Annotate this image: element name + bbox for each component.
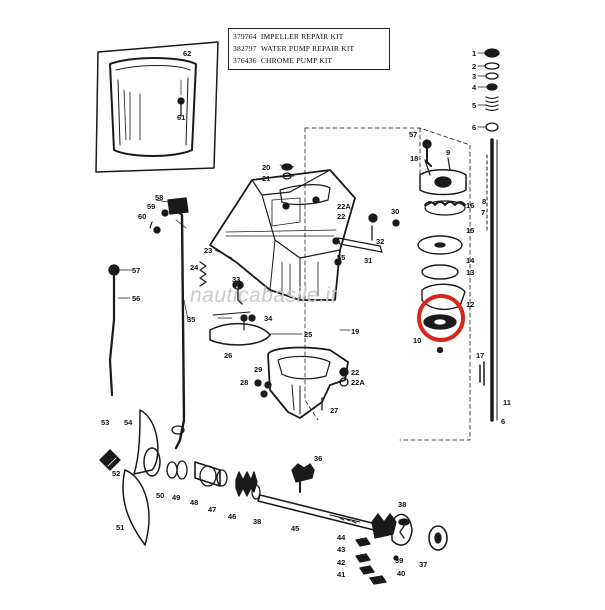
callout-41: 41 — [337, 570, 345, 579]
small-fasteners — [153, 139, 432, 398]
shift-rod-35 — [149, 197, 189, 450]
spring-parts — [199, 261, 271, 346]
callout-52: 52 — [112, 469, 120, 478]
callout-57: 57 — [132, 266, 140, 275]
callout-44: 44 — [337, 533, 346, 542]
callout-43: 43 — [337, 545, 345, 554]
callout-31: 31 — [364, 256, 372, 265]
callout-53: 53 — [101, 418, 109, 427]
link-31 — [332, 225, 383, 253]
kit-row-2: 382797 WATER PUMP REPAIR KIT — [233, 44, 354, 53]
callout-6-lower: 6 — [501, 417, 505, 426]
callout-32: 32 — [376, 237, 384, 246]
callout-23: 23 — [204, 246, 212, 255]
callout-26: 26 — [224, 351, 232, 360]
callout-47: 47 — [208, 505, 216, 514]
callout-40: 40 — [397, 569, 405, 578]
callout-38-right: 38 — [398, 500, 406, 509]
callout-9: 9 — [446, 148, 450, 157]
kit-number: 382797 — [233, 44, 257, 53]
kit-row-3: 376436 CHROME PUMP KIT — [233, 56, 332, 65]
callout-6: 6 — [472, 123, 476, 132]
callout-28: 28 — [240, 378, 248, 387]
callout-54: 54 — [124, 418, 133, 427]
callout-62: 62 — [183, 49, 191, 58]
water-pump-stack — [417, 157, 467, 354]
inset-housing-62 — [95, 41, 219, 173]
callout-16: 16 — [466, 201, 474, 210]
lower-gearcase — [267, 346, 349, 419]
callout-11: 11 — [503, 398, 511, 407]
callout-leaders — [117, 52, 487, 335]
callout-48: 48 — [190, 498, 198, 507]
kit-row-1: 379764 IMPELLER REPAIR KIT — [233, 32, 344, 41]
callout-10: 10 — [413, 336, 421, 345]
dashed-guides — [304, 127, 471, 441]
callout-22-lower: 22 — [351, 368, 359, 377]
callout-36: 36 — [314, 454, 322, 463]
callout-34: 34 — [264, 314, 273, 323]
callout-38: 38 — [253, 517, 261, 526]
callout-1: 1 — [472, 49, 476, 58]
kit-name: IMPELLER REPAIR KIT — [260, 32, 344, 41]
watermark-text: nauticabasile.it — [190, 284, 337, 307]
callout-49: 49 — [172, 493, 180, 502]
callout-50: 50 — [156, 491, 164, 500]
callout-7: 7 — [481, 208, 485, 217]
callout-15: 15 — [466, 226, 474, 235]
callout-29: 29 — [254, 365, 262, 374]
callout-3: 3 — [472, 72, 476, 81]
kit-name: WATER PUMP REPAIR KIT — [260, 44, 355, 53]
propeller-shaft-45 — [257, 494, 381, 532]
callout-13: 13 — [466, 268, 474, 277]
callout-8: 8 — [482, 197, 486, 206]
callout-17: 17 — [476, 351, 484, 360]
callout-56: 56 — [132, 294, 140, 303]
callout-30: 30 — [391, 207, 399, 216]
callout-59: 59 — [147, 202, 155, 211]
callout-33: 33 — [232, 275, 240, 284]
callout-22A-lower: 22A — [351, 378, 365, 387]
callout-24: 24 — [190, 263, 199, 272]
highlight-ring — [417, 294, 465, 342]
callout-20: 20 — [262, 163, 270, 172]
pinion-gear-36 — [291, 463, 315, 493]
callout-2: 2 — [472, 62, 476, 71]
kit-number: 379764 — [233, 32, 257, 41]
callout-4: 4 — [472, 83, 477, 92]
callout-14: 14 — [466, 256, 475, 265]
callout-58: 58 — [155, 193, 163, 202]
callout-22: 22 — [337, 212, 345, 221]
callout-45: 45 — [291, 524, 299, 533]
callout-22A: 22A — [337, 202, 351, 211]
kit-number: 376436 — [233, 56, 257, 65]
shift-rod-parts — [484, 48, 500, 132]
callout-25: 25 — [304, 330, 312, 339]
callout-37: 37 — [419, 560, 427, 569]
callout-18: 18 — [410, 154, 418, 163]
rod-56 — [108, 264, 120, 397]
callout-60: 60 — [138, 212, 146, 221]
repair-kit-legend: 379764 IMPELLER REPAIR KIT 382797 WATER … — [228, 28, 390, 70]
callout-labels: 1 2 3 4 5 6 7 8 9 10 11 12 13 14 15 16 1… — [101, 49, 511, 579]
callout-46: 46 — [228, 512, 236, 521]
forward-gear-group — [355, 513, 448, 585]
callout-5: 5 — [472, 101, 476, 110]
callout-39: 39 — [395, 556, 403, 565]
propeller-parts — [99, 409, 261, 546]
callout-55: 55 — [337, 253, 345, 262]
callout-51: 51 — [116, 523, 124, 532]
callout-21: 21 — [262, 174, 270, 183]
callout-19: 19 — [351, 327, 359, 336]
callout-61: 61 — [177, 113, 185, 122]
callout-42: 42 — [337, 558, 345, 567]
callout-27: 27 — [330, 406, 338, 415]
kit-name: CHROME PUMP KIT — [260, 56, 333, 65]
callout-57-top: 57 — [409, 130, 417, 139]
callout-35: 35 — [187, 315, 195, 324]
driveshaft-parts — [479, 138, 498, 422]
callout-12: 12 — [466, 300, 474, 309]
